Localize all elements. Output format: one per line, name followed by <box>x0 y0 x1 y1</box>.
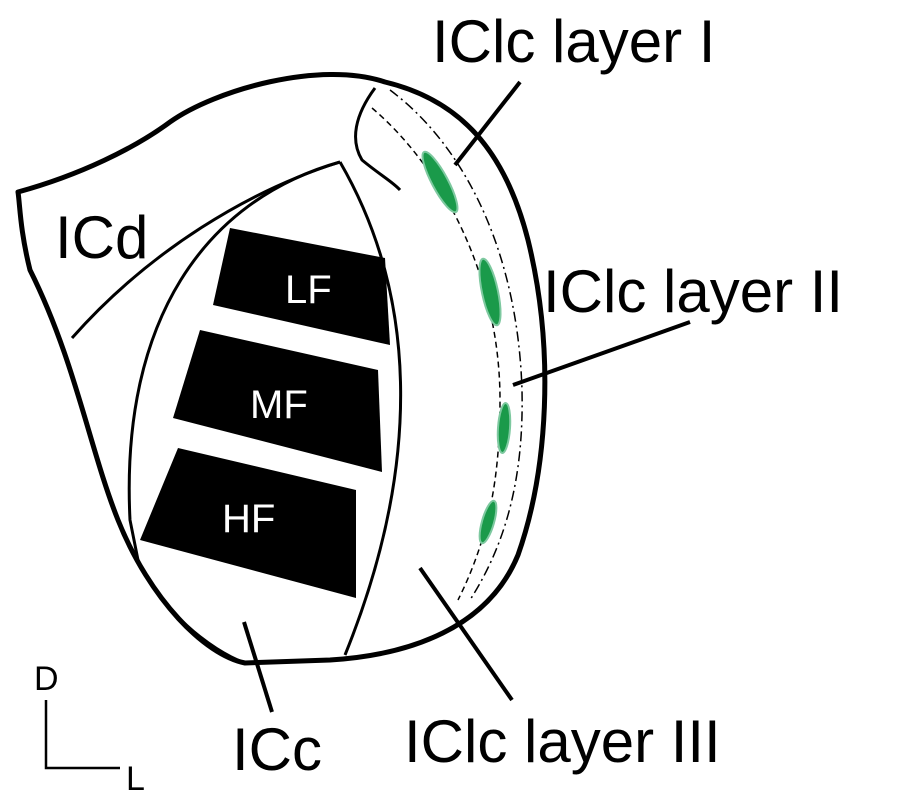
mid-frequency-band <box>173 330 382 472</box>
layer-2-module <box>421 150 459 214</box>
high-frequency-label: HF <box>222 497 275 541</box>
iclc-layer-2-leader-line <box>512 320 691 387</box>
orientation-axes <box>44 700 120 770</box>
iclc-layer-1-leader-line <box>453 80 522 167</box>
low-frequency-label: LF <box>285 268 332 312</box>
mid-frequency-label: MF <box>250 383 308 427</box>
layer-2-module <box>478 257 502 327</box>
high-frequency-band <box>140 448 356 598</box>
iclc-layer-3-leader-line <box>418 566 514 702</box>
layer-2-module <box>496 402 512 454</box>
icc-lateral-boundary <box>338 161 403 656</box>
dorsal-axis-label: D <box>34 660 59 698</box>
iclc-layer-3-label: IClc layer III <box>404 708 721 775</box>
lateral-axis-label: L <box>126 760 145 798</box>
low-frequency-band <box>213 228 390 345</box>
iclc-layer-2-label: IClc layer II <box>543 258 843 325</box>
layer-1-2-boundary-dashdot <box>389 89 523 601</box>
layer-2-module <box>478 499 498 545</box>
iclc-layer-1-label: IClc layer I <box>432 8 715 75</box>
icc-label: ICc <box>232 716 322 783</box>
layer-1-inner-boundary <box>354 87 402 192</box>
icc-left-boundary <box>127 160 341 665</box>
icd-label: ICd <box>55 204 148 271</box>
icc-leader-line <box>242 621 274 713</box>
